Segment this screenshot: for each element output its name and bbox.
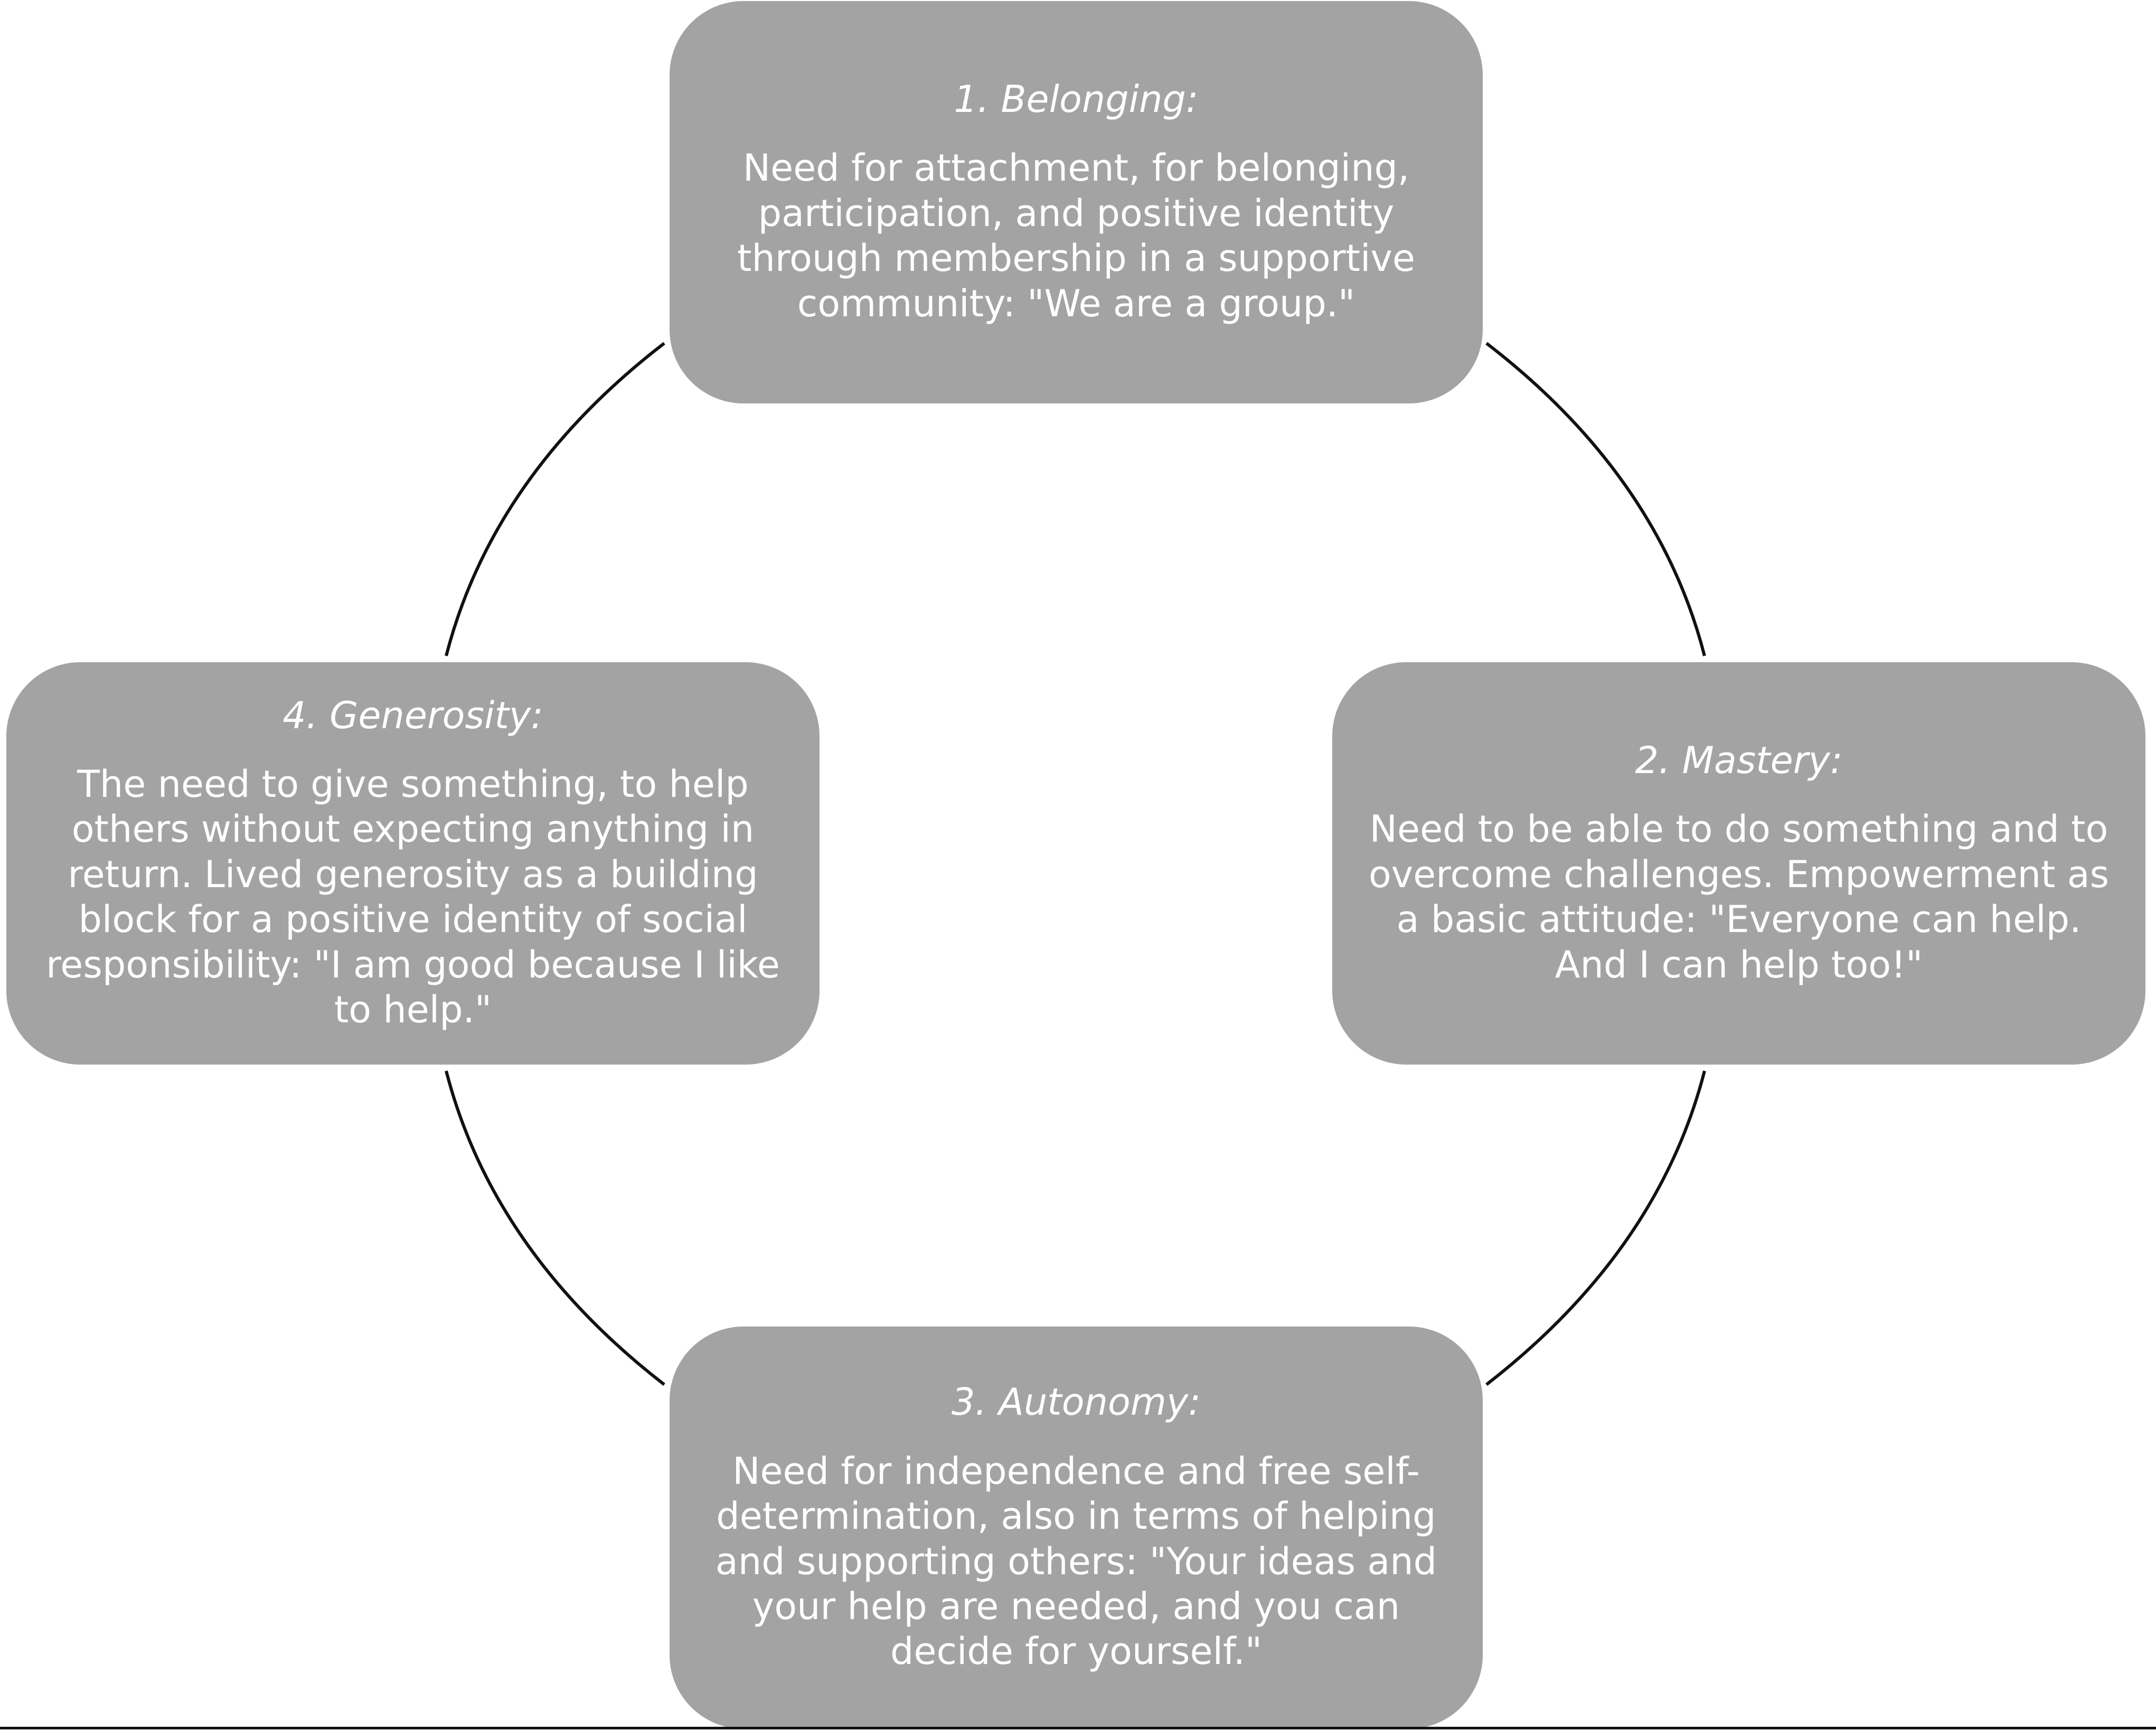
node-belonging-description: Need for attachment, for belonging, part… (737, 146, 1415, 325)
connector-autonomy-to-generosity (445, 1070, 665, 1386)
node-autonomy-title: 3. Autonomy: (952, 1380, 1201, 1424)
bottom-rule (0, 1727, 2156, 1729)
node-autonomy-description: Need for independence and free self-dete… (715, 1449, 1437, 1673)
node-mastery: 2. Mastery: Need to be able to do someth… (1332, 662, 2145, 1065)
connector-mastery-to-autonomy (1485, 1070, 1706, 1386)
node-mastery-title: 2. Mastery: (1635, 738, 1843, 782)
node-belonging-title: 1. Belonging: (954, 77, 1199, 121)
node-belonging: 1. Belonging: Need for attachment, for b… (670, 1, 1483, 403)
node-generosity-description: The need to give something, to help othe… (46, 763, 780, 1032)
node-autonomy: 3. Autonomy: Need for independence and f… (670, 1327, 1483, 1729)
node-generosity-title: 4. Generosity: (283, 693, 543, 737)
connector-belonging-to-mastery (1485, 342, 1706, 656)
node-mastery-description: Need to be able to do something and to o… (1368, 807, 2110, 986)
connector-generosity-to-belonging (445, 342, 665, 656)
node-generosity: 4. Generosity: The need to give somethin… (6, 662, 820, 1065)
